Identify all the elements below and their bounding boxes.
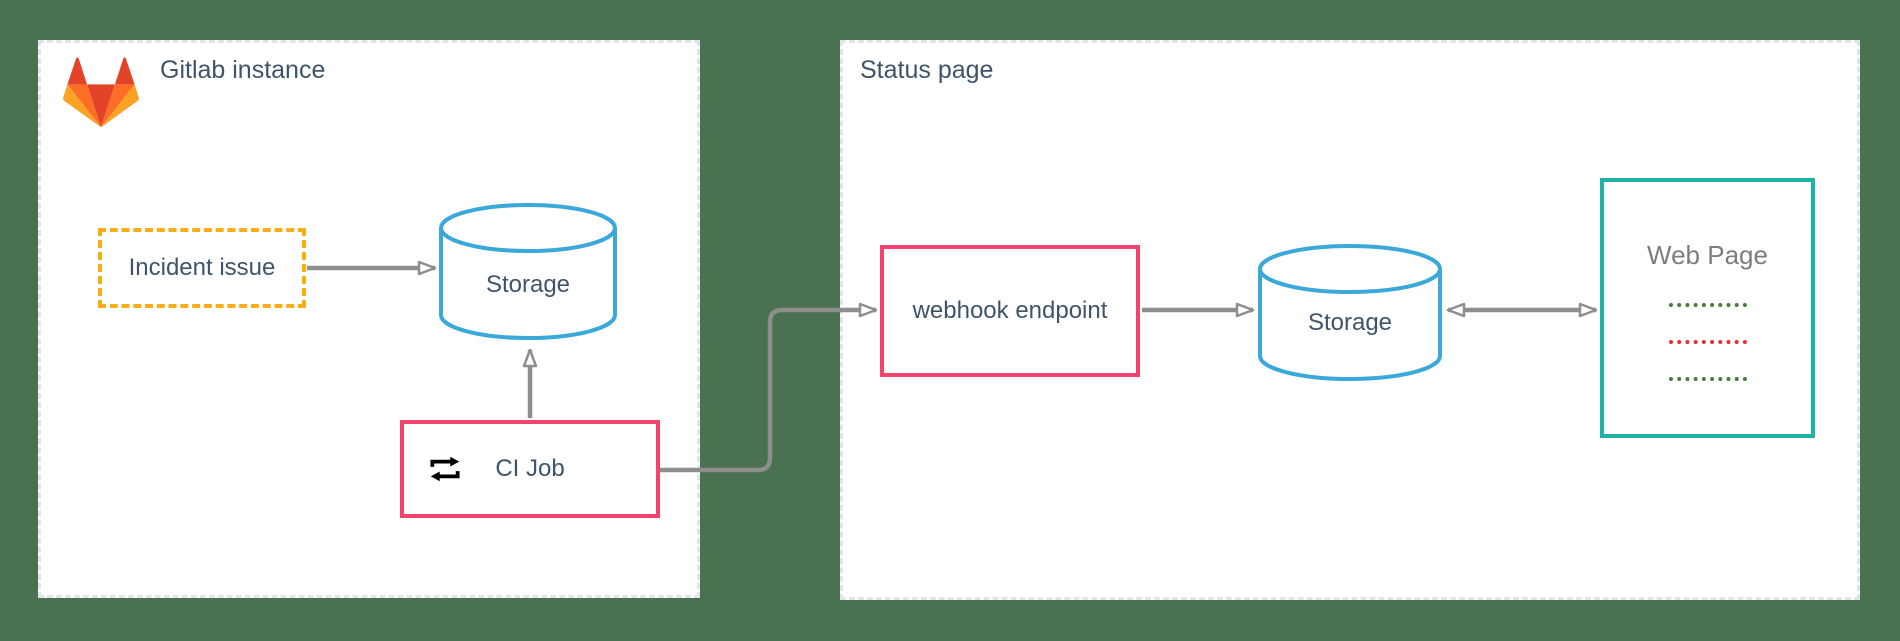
gitlab-storage-node: Storage bbox=[438, 202, 618, 342]
web-page-label: Web Page bbox=[1647, 240, 1768, 270]
gitlab-storage-label: Storage bbox=[485, 270, 571, 298]
webhook-endpoint-label: webhook endpoint bbox=[912, 297, 1108, 324]
database-cylinder-icon bbox=[1258, 244, 1442, 381]
status-storage-label: Storage bbox=[1307, 308, 1393, 336]
status-page-title: Status page bbox=[860, 56, 994, 84]
ci-job-node: CI Job bbox=[400, 420, 660, 518]
incident-issue-label: Incident issue bbox=[128, 254, 276, 281]
database-cylinder-icon bbox=[439, 203, 617, 340]
dotted-content-line-green bbox=[1668, 303, 1747, 307]
webhook-endpoint-node: webhook endpoint bbox=[880, 245, 1140, 377]
dotted-content-line-green bbox=[1668, 377, 1747, 381]
web-page-node: Web Page bbox=[1600, 178, 1815, 438]
status-storage-node: Storage bbox=[1257, 243, 1443, 383]
incident-issue-node: Incident issue bbox=[98, 228, 306, 308]
dotted-content-line-red bbox=[1668, 340, 1747, 344]
repeat-loop-icon bbox=[430, 456, 460, 482]
ci-job-label: CI Job bbox=[495, 455, 565, 482]
gitlab-logo-icon bbox=[63, 57, 139, 128]
gitlab-instance-title: Gitlab instance bbox=[160, 56, 326, 84]
